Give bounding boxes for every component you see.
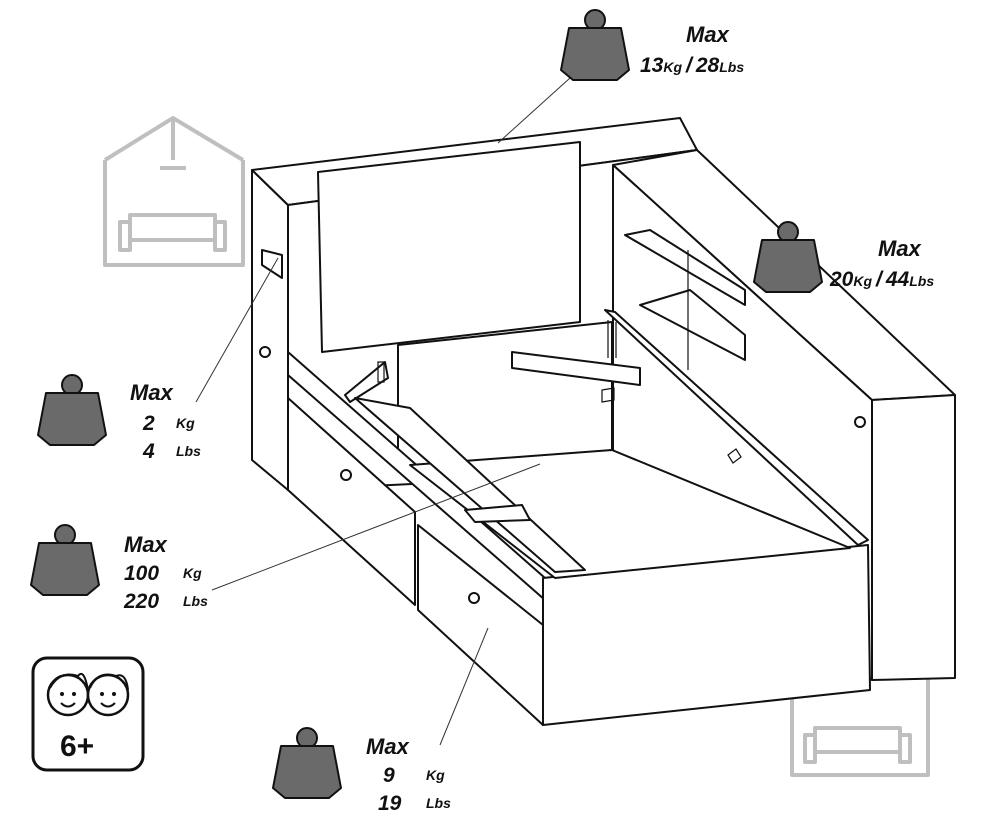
bed-base-lbs-unit: Lbs: [183, 593, 208, 609]
drawer-max: Max: [366, 734, 410, 759]
bed-right-rail: [604, 309, 869, 546]
children-faces-icon: [46, 672, 130, 717]
side-knob-right: [854, 416, 866, 428]
weight-icon: [753, 221, 823, 293]
small-shelf-lbs-unit: Lbs: [176, 443, 201, 459]
drawer-lbs: 19: [378, 792, 402, 815]
bed-base-max: Max: [124, 532, 168, 557]
bed-base-weight-label: Max 100 Kg 220 Lbs: [123, 532, 208, 613]
bed-illustration: [251, 117, 956, 726]
drawer-weight-label: Max 9 Kg 19 Lbs: [366, 734, 451, 815]
leader-small-shelf: [195, 257, 279, 403]
bed-floor: [409, 449, 851, 579]
bed-base-kg: 100: [124, 562, 159, 585]
house-sofa-watermark-icon: [103, 116, 245, 267]
weight-icon: [560, 9, 630, 81]
cubby-shelf-lower: [639, 289, 746, 361]
drawer-knob-left: [340, 469, 352, 481]
side-knob-left: [259, 346, 271, 358]
weight-icon: [37, 374, 107, 446]
small-shelf-weight-label: Max 2 Kg 4 Lbs: [130, 380, 201, 463]
small-cubby-shelf: [261, 249, 283, 279]
left-end-panel: [251, 169, 289, 491]
bracket-right: [511, 351, 641, 386]
drawer-lbs-unit: Lbs: [426, 795, 451, 811]
small-shelf-kg: 2: [142, 412, 155, 435]
leader-lines: [195, 77, 571, 746]
age-badge-text: 6+: [60, 730, 94, 763]
weight-icon: [272, 727, 342, 799]
drawer-knob-right: [468, 592, 480, 604]
small-shelf-lbs: 4: [142, 440, 155, 463]
headboard-max: Max: [686, 22, 730, 47]
small-shelf-max: Max: [130, 380, 174, 405]
side-shelf-weight-label: Max 20Kg/44Lbs: [829, 236, 934, 291]
leader-headboard: [497, 77, 571, 144]
cubby-shelf-upper: [624, 229, 746, 306]
age-badge: 6+: [31, 656, 145, 772]
slat-bracket-center: [464, 504, 531, 523]
leader-drawer: [439, 627, 489, 746]
drawer-kg: 9: [383, 764, 395, 787]
right-storage-end: [871, 394, 956, 681]
bed-base-lbs: 220: [123, 590, 159, 613]
side-shelf-values: 20Kg/44Lbs: [829, 268, 934, 291]
side-shelf-max: Max: [878, 236, 922, 261]
headboard-values: 13Kg/28Lbs: [640, 54, 744, 77]
bracket-left: [344, 361, 389, 403]
drawer-kg-unit: Kg: [426, 767, 445, 783]
headboard-panel: [317, 141, 581, 353]
leader-bed-base: [211, 463, 541, 591]
drawer-front-left: [287, 397, 416, 606]
bed-base-kg-unit: Kg: [183, 565, 202, 581]
small-shelf-kg-unit: Kg: [176, 415, 195, 431]
weight-icon: [30, 524, 100, 596]
headboard-weight-label: Max 13Kg/28Lbs: [640, 22, 744, 77]
